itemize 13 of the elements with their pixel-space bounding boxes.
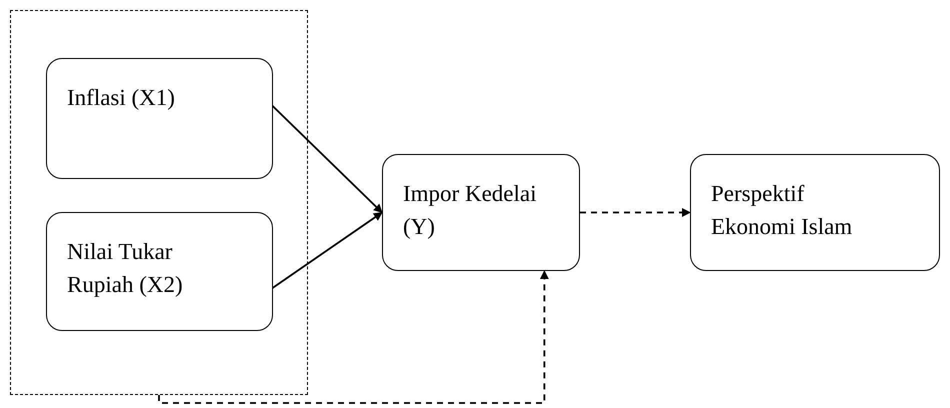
node-label: Impor Kedelai (Y) [403,180,538,242]
arrow [158,270,549,404]
rounded-box [690,154,940,271]
dashed-group-box [10,10,308,395]
node-label: Perspektif Ekonomi Islam [711,180,854,242]
node-label: Inflasi (X1) [67,84,176,112]
node-label: Nilai Tukar Rupiah (X2) [67,238,184,300]
arrow [580,208,691,217]
rounded-box [382,154,580,271]
rounded-box [46,58,273,179]
arrow [271,104,383,214]
arrow [271,212,383,290]
rounded-box [46,212,273,331]
